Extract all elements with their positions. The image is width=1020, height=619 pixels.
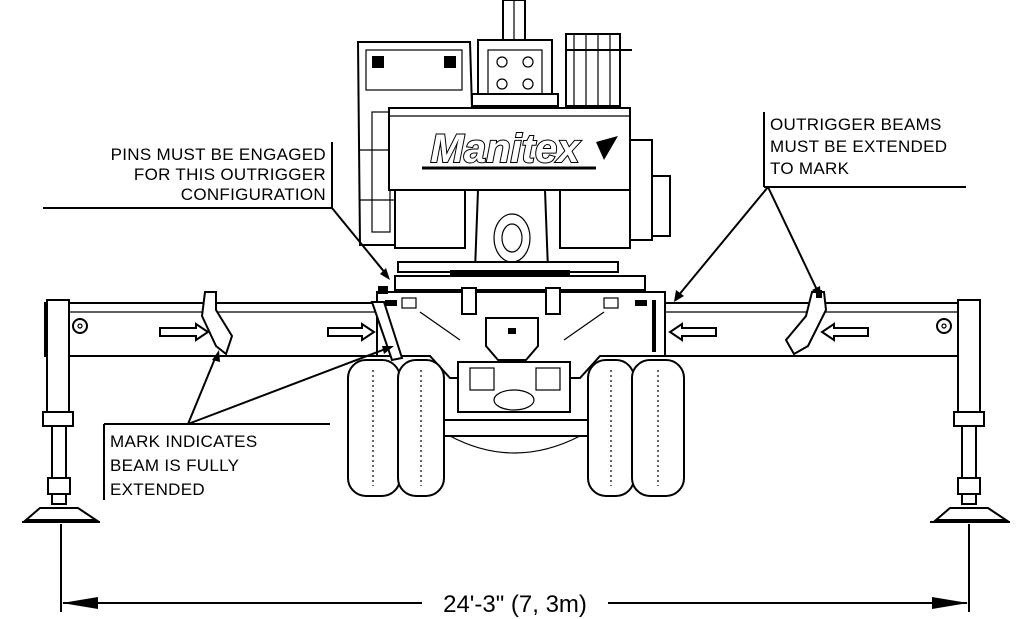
beams-callout-line-3: TO MARK xyxy=(770,159,850,178)
logo-swoosh-icon xyxy=(422,136,618,170)
mark-callout-line-2: BEAM IS FULLY xyxy=(110,456,239,475)
carrier-frame xyxy=(370,286,666,454)
mark-callout-line-1: MARK INDICATES xyxy=(110,432,257,451)
arrow-right-icon xyxy=(159,322,210,342)
left-wheels xyxy=(347,359,445,497)
dimension-arrow-right-icon xyxy=(932,597,968,609)
right-wheels xyxy=(587,359,685,497)
beams-callout-line-2: MUST BE EXTENDED xyxy=(770,137,947,156)
mark-callout-line-3: EXTENDED xyxy=(110,480,205,499)
arrow-left-icon xyxy=(668,322,717,342)
mark-callout: MARK INDICATES BEAM IS FULLY EXTENDED xyxy=(110,432,257,499)
right-outrigger-leg xyxy=(930,299,1010,523)
beams-callout-line-1: OUTRIGGER BEAMS xyxy=(770,115,942,134)
beams-callout: OUTRIGGER BEAMS MUST BE EXTENDED TO MARK xyxy=(770,115,947,178)
pins-callout: PINS MUST BE ENGAGED FOR THIS OUTRIGGER … xyxy=(111,145,326,204)
dimension-arrow-left-icon xyxy=(62,597,98,609)
span-dimension-label: 24'-3" (7, 3m) xyxy=(443,591,587,618)
manitex-logo: Manitex xyxy=(431,127,582,171)
pins-callout-line-1: PINS MUST BE ENGAGED xyxy=(111,145,326,164)
span-dimension: 24'-3" (7, 3m) xyxy=(60,524,970,618)
crane-upper-structure xyxy=(356,0,671,291)
manitex-name-panel xyxy=(388,107,631,191)
callout-leaders xyxy=(43,112,966,500)
right-outrigger-beam xyxy=(657,290,979,357)
pins-callout-line-3: CONFIGURATION xyxy=(181,185,326,204)
arrow-left-icon xyxy=(820,322,869,342)
left-outrigger-beam xyxy=(44,291,378,357)
pins-callout-line-2: FOR THIS OUTRIGGER xyxy=(134,165,326,184)
arrow-right-icon xyxy=(327,322,376,342)
extension-arrows xyxy=(159,322,869,342)
left-outrigger-leg xyxy=(22,299,100,523)
